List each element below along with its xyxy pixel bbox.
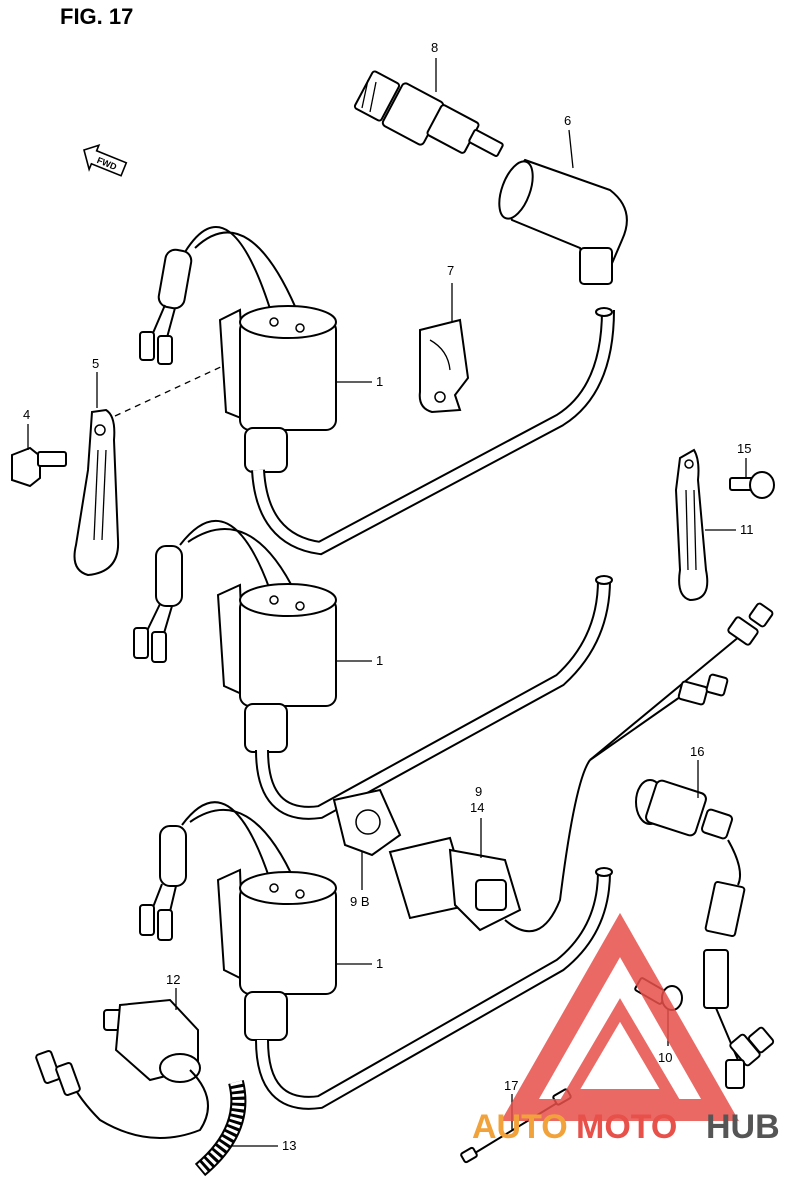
label-part-7: 7 — [447, 263, 454, 278]
gasket — [332, 788, 402, 857]
label-part-6: 6 — [564, 113, 571, 128]
thermo-switch — [388, 759, 591, 933]
watermark-text-auto: AUTO — [472, 1108, 568, 1146]
label-part-10: 10 — [658, 1050, 672, 1065]
cord-clamp — [418, 318, 470, 414]
label-part-9b: 9 B — [350, 894, 370, 909]
label-part-15: 15 — [737, 441, 751, 456]
watermark-text-hub: HUB — [706, 1108, 780, 1146]
label-part-1-bottom: 1 — [376, 956, 383, 971]
label-part-13: 13 — [282, 1138, 296, 1153]
ignition-coil-top — [139, 225, 615, 556]
figure-title: FIG. 17 — [60, 4, 133, 29]
ignition-coil-middle — [133, 519, 613, 820]
label-part-11: 11 — [740, 522, 754, 537]
label-part-1-middle: 1 — [376, 653, 383, 668]
watermark-text-moto: MOTO — [576, 1108, 677, 1146]
spiral-tube — [194, 1080, 247, 1177]
label-part-16: 16 — [690, 744, 704, 759]
lead-connectors — [589, 602, 774, 761]
bolt — [11, 446, 67, 488]
spark-plug — [353, 70, 504, 157]
forward-arrow-icon: FWD — [83, 143, 128, 177]
strap — [73, 408, 120, 577]
label-part-5: 5 — [92, 356, 99, 371]
label-part-17: 17 — [504, 1078, 518, 1093]
label-part-14: 14 — [470, 800, 484, 815]
spark-plug-cap — [498, 158, 628, 285]
label-part-9: 9 — [475, 784, 482, 799]
label-part-4: 4 — [23, 407, 30, 422]
label-part-8: 8 — [431, 40, 438, 55]
ignition-coil-bottom — [139, 801, 613, 1110]
screw — [729, 471, 775, 499]
label-part-1-top: 1 — [376, 374, 383, 389]
neutral-switch — [35, 998, 209, 1139]
label-part-12: 12 — [166, 972, 180, 987]
strap-right — [674, 448, 709, 602]
pressure-switch — [635, 779, 775, 1089]
watermark-logo — [501, 912, 739, 1121]
